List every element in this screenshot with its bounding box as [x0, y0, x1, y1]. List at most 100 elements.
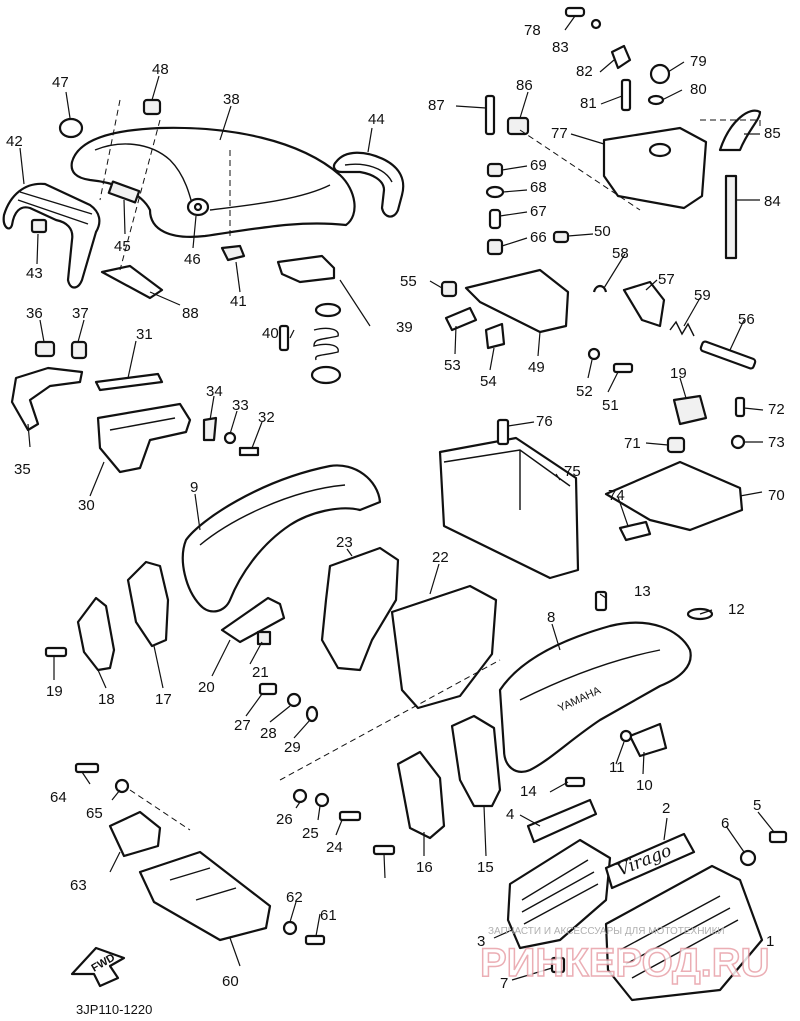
part-57-drawing: [622, 280, 666, 328]
part-49-drawing: [464, 268, 570, 334]
part-33-drawing: [223, 431, 237, 445]
part-19-drawing: [44, 646, 68, 658]
part-label-48: 48: [152, 61, 169, 78]
part-label-57: 57: [658, 271, 675, 288]
part-75-drawing: [438, 436, 580, 580]
part-87-drawing: [484, 94, 496, 136]
part-32-drawing: [238, 446, 260, 457]
part-52-drawing: [587, 347, 601, 361]
part-label-58: 58: [612, 245, 629, 262]
part-83-drawing: [590, 18, 602, 30]
part-label-74: 74: [608, 487, 625, 504]
part-20-drawing: [220, 596, 286, 644]
part-label-19: 19: [46, 683, 63, 700]
part-label-87: 87: [428, 97, 445, 114]
part-label-78: 78: [524, 22, 541, 39]
part-18-drawing: [76, 596, 116, 672]
part-label-45: 45: [114, 238, 131, 255]
part-label-39: 39: [396, 319, 413, 336]
part-label-56: 56: [738, 311, 755, 328]
part-23-drawing: [320, 546, 400, 672]
part-label-53: 53: [444, 357, 461, 374]
part-14-drawing: [564, 776, 586, 788]
diagram-code: 3JP110-1220: [76, 1002, 152, 1017]
part-70-drawing: [604, 460, 744, 532]
part-74-drawing: [618, 520, 652, 542]
part-label-28: 28: [260, 725, 277, 742]
part-label-55: 55: [400, 273, 417, 290]
part-85-drawing: [718, 109, 762, 152]
part-58-drawing: [592, 284, 608, 293]
part-label-5: 5: [753, 797, 761, 814]
part-72-drawing: [734, 396, 746, 418]
part-79-drawing: [649, 63, 671, 85]
part-label-85: 85: [764, 125, 781, 142]
part-24-drawing: [338, 810, 362, 822]
part-label-21: 21: [252, 664, 269, 681]
part-61-drawing: [304, 934, 326, 946]
part-label-76: 76: [536, 413, 553, 430]
part-label-40: 40: [262, 325, 279, 342]
part-84-drawing: [724, 174, 738, 260]
part-54-drawing: [484, 322, 506, 350]
part-40-drawing: [278, 324, 290, 352]
part-82-drawing: [610, 44, 632, 70]
part-label-9: 9: [190, 479, 198, 496]
part-26-drawing: [292, 788, 308, 804]
part-label-54: 54: [480, 373, 497, 390]
part-3-drawing: [506, 838, 612, 950]
watermark-small-text: ЗАПЧАСТИ И АКСЕССУАРЫ ДЛЯ МОТОТЕХНИКИ: [488, 926, 725, 937]
part-label-70: 70: [768, 487, 785, 504]
part-25-drawing: [314, 792, 330, 808]
part-89-drawing: [672, 394, 708, 426]
part-15-drawing: [450, 714, 502, 808]
part-label-77: 77: [551, 125, 568, 142]
part-label-4: 4: [506, 806, 514, 823]
part-77-drawing: [602, 126, 708, 210]
part-label-83: 83: [552, 39, 569, 56]
part-label-41: 41: [230, 293, 247, 310]
part-48-drawing: [142, 98, 162, 116]
part-31-drawing: [94, 372, 164, 392]
part-39-drawing: [276, 254, 342, 385]
part-label-1: 1: [766, 933, 774, 950]
part-label-43: 43: [26, 265, 43, 282]
part-9-drawing: [181, 464, 382, 613]
watermark-big-text: РИНКЕРОД.RU: [480, 941, 770, 985]
part-label-67: 67: [530, 203, 547, 220]
part-1-drawing: [604, 864, 764, 1002]
part-label-80: 80: [690, 81, 707, 98]
part-53-drawing: [444, 306, 478, 332]
part-label-75: 75: [564, 463, 581, 480]
part-68-drawing: [485, 185, 505, 199]
part-label-25: 25: [302, 825, 319, 842]
part-56-drawing: [699, 340, 757, 370]
part-22-drawing: [390, 584, 498, 710]
part-label-66: 66: [530, 229, 547, 246]
part-label-51: 51: [602, 397, 619, 414]
part-label-46: 46: [184, 251, 201, 268]
part-8-drawing: [498, 621, 692, 773]
part-label-38: 38: [223, 91, 240, 108]
part-label-84: 84: [764, 193, 781, 210]
part-10-drawing: [628, 722, 668, 758]
part-11-drawing: [619, 729, 633, 743]
part-50-drawing: [552, 230, 570, 244]
part-label-34: 34: [206, 383, 223, 400]
part-43-drawing: [30, 218, 48, 234]
part-label-64: 64: [50, 789, 67, 806]
part-label-16: 16: [416, 859, 433, 876]
part-label-27: 27: [234, 717, 251, 734]
part-label-29: 29: [284, 739, 301, 756]
part-66-drawing: [486, 238, 504, 256]
part-28-drawing: [286, 692, 302, 708]
part-label-65: 65: [86, 805, 103, 822]
part-label-7: 7: [500, 975, 508, 992]
part-76-drawing: [496, 418, 510, 446]
part-34-drawing: [202, 416, 218, 442]
part-label-15: 15: [477, 859, 494, 876]
part-label-6: 6: [721, 815, 729, 832]
part-label-79: 79: [690, 53, 707, 70]
part-label-49: 49: [528, 359, 545, 376]
part-label-17: 17: [155, 691, 172, 708]
